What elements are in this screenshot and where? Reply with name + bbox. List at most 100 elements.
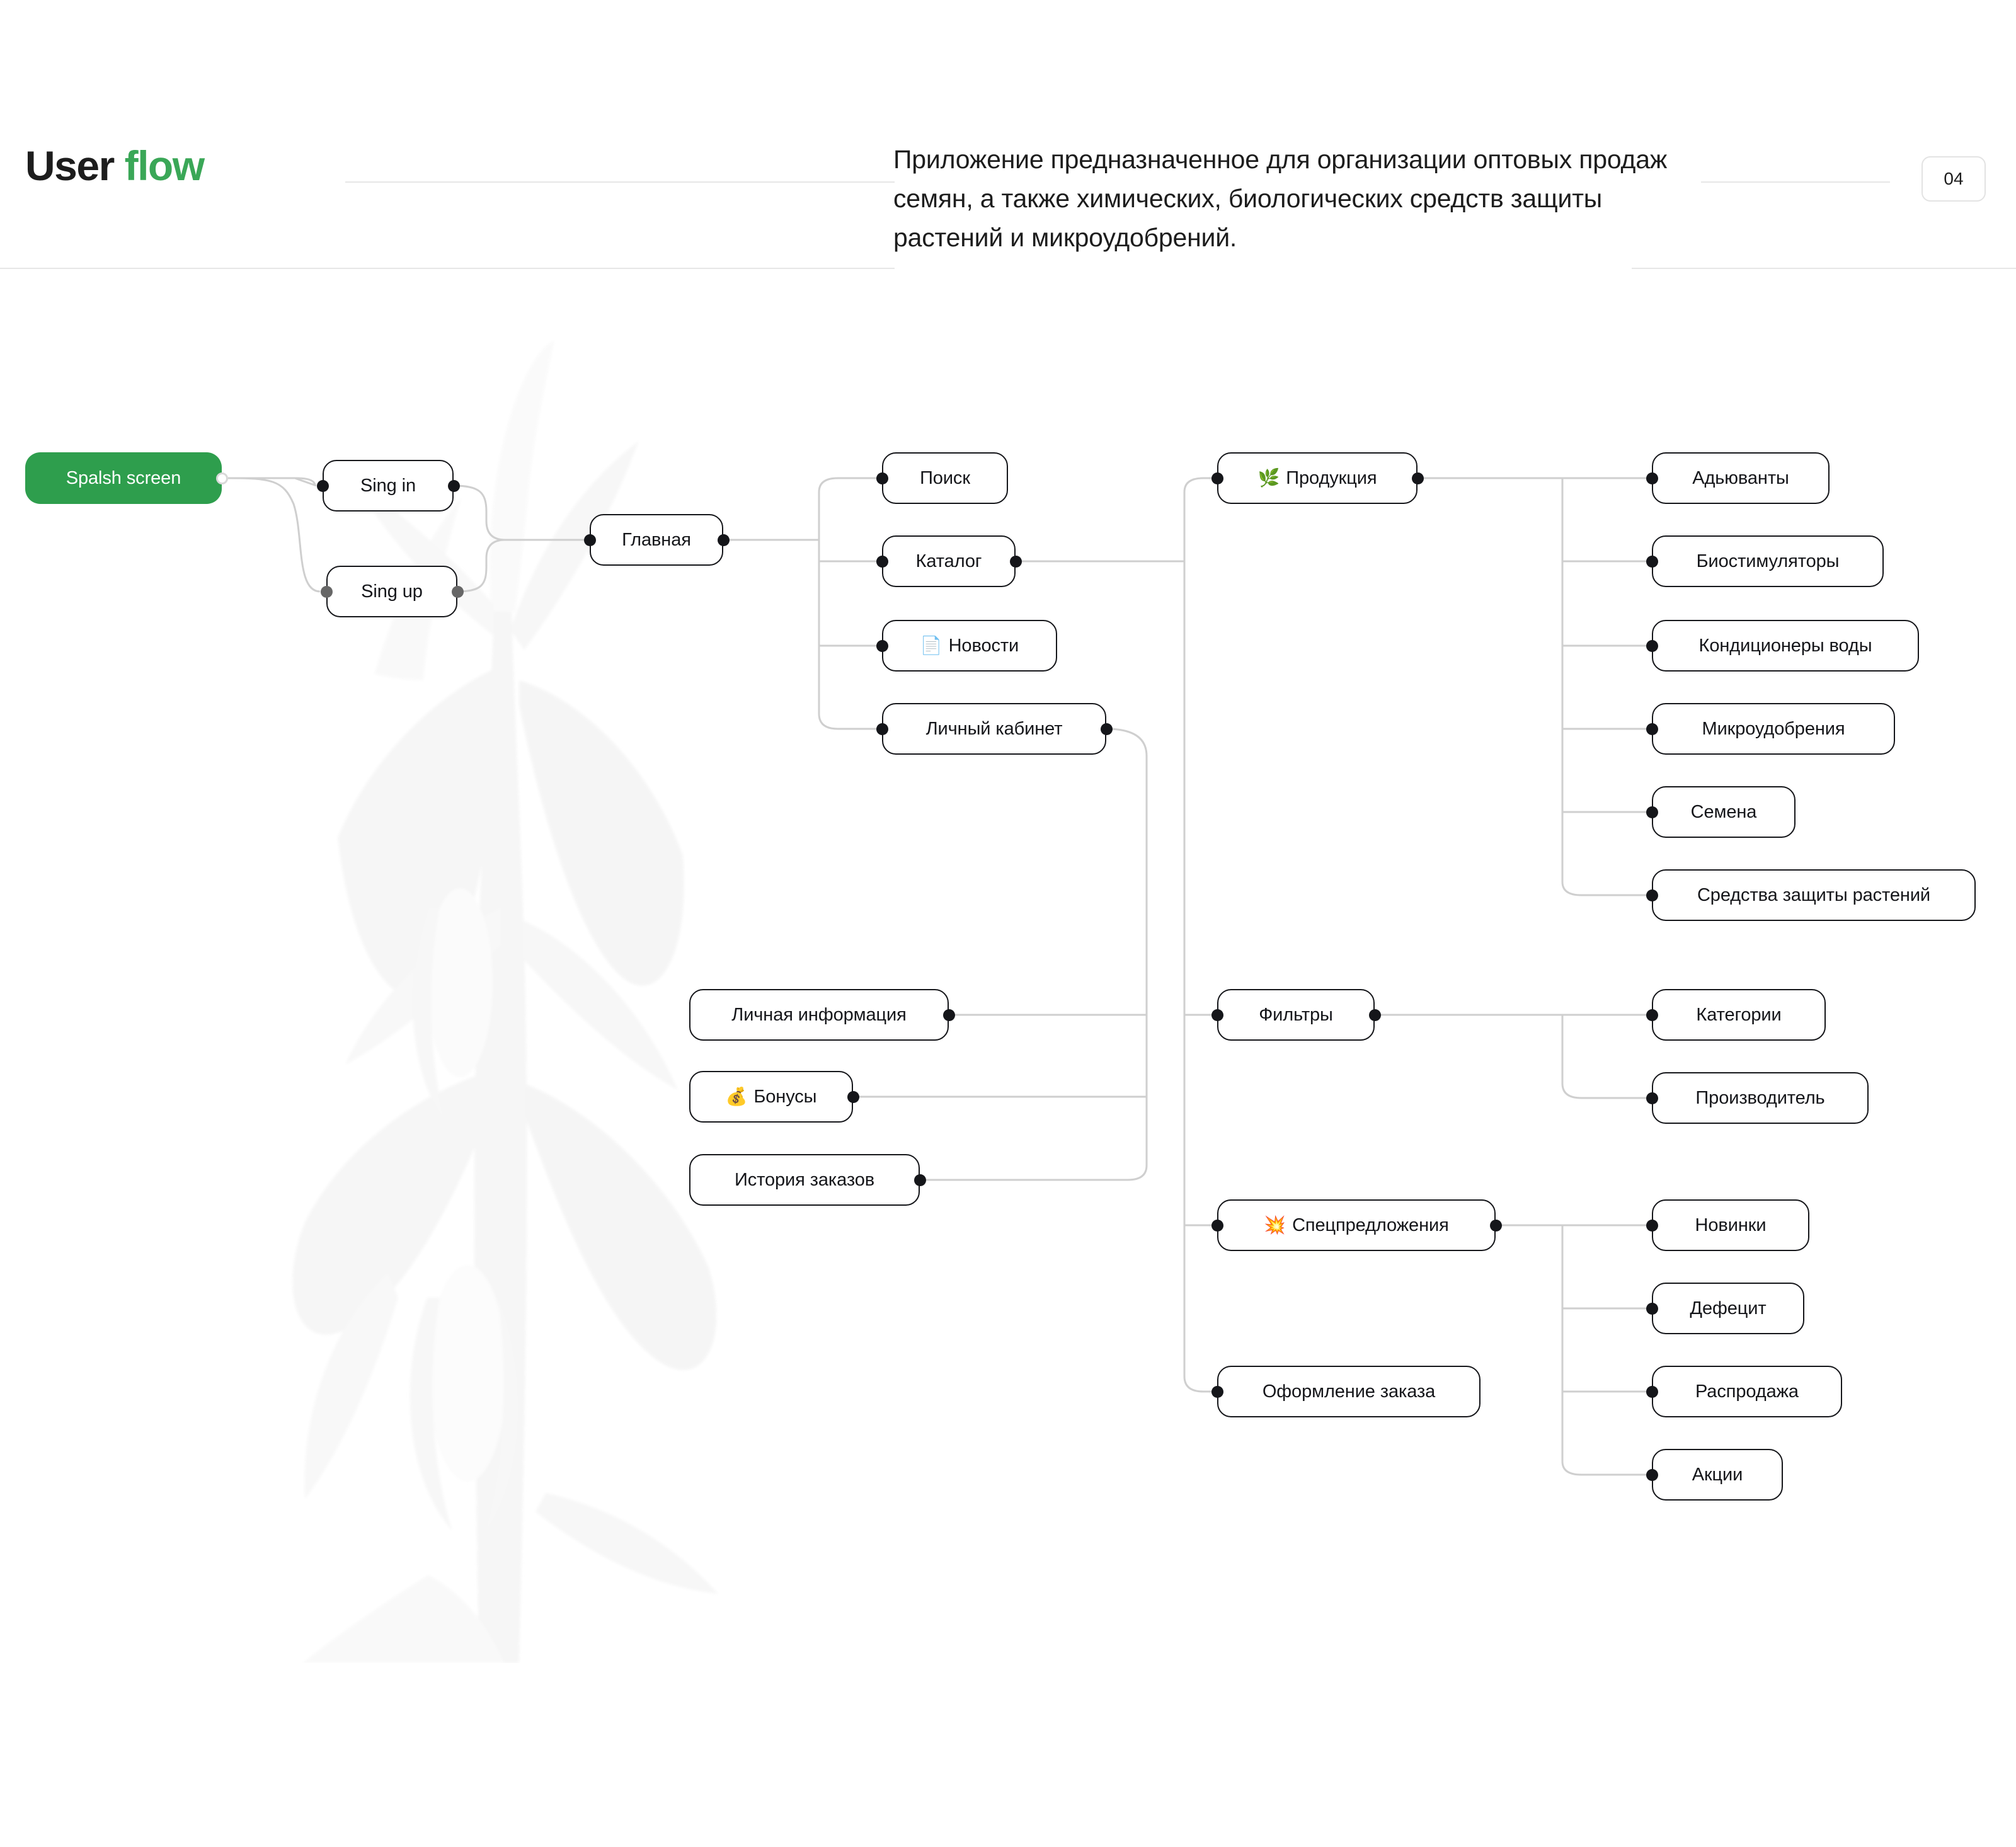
flow-node-manufacturer-label: Производитель [1695,1087,1825,1108]
connector-dot-sale-in [1646,1385,1658,1398]
page-header: User flow Приложение предназначенное для… [0,0,2016,277]
flow-node-catalog-label: Каталог [915,551,982,571]
flow-node-products-label: Продукция [1286,467,1377,488]
flow-node-personalinfo-label: Личная информация [731,1004,907,1025]
connector-dot-biostim-in [1646,555,1658,568]
connector-dot-signin-out [447,479,460,492]
connector-dot-orderhistory-out [914,1174,926,1186]
flow-node-orderhistory-label: История заказов [734,1169,875,1190]
flow-node-splash[interactable]: Spalsh screen [25,452,222,504]
connector-dot-news-in [876,639,888,652]
connector-dot-waterconds-in [1646,639,1658,652]
page-title-accent: flow [124,142,205,189]
connector-dot-categories-in [1646,1009,1658,1021]
connector-dot-account-in [876,723,888,735]
flow-node-checkout[interactable]: Оформление заказа [1217,1366,1480,1417]
flow-node-protection[interactable]: Средства защиты растений [1652,869,1976,921]
connector-dot-catalog-out [1009,555,1022,568]
flow-node-search[interactable]: Поиск [882,452,1008,504]
flow-node-waterconds-label: Кондиционеры воды [1698,635,1872,656]
flow-node-signin[interactable]: Sing in [323,460,454,512]
flow-node-microfert[interactable]: Микроудобрения [1652,703,1895,755]
connector-dot-promotions-in [1646,1468,1658,1481]
flow-node-products-emoji-icon: 🌿 [1257,468,1280,488]
connector-dot-adjuvants-in [1646,472,1658,484]
flow-node-news-emoji-icon: 📄 [920,636,942,655]
flow-node-bonuses-label: Бонусы [753,1086,817,1107]
page-title-main: User [25,142,115,189]
flow-node-new[interactable]: Новинки [1652,1199,1809,1251]
flow-node-bonuses-emoji-icon: 💰 [725,1087,748,1106]
flow-node-main-label: Главная [622,529,691,550]
flow-node-news[interactable]: 📄 Новости [882,620,1057,672]
flow-node-manufacturer[interactable]: Производитель [1652,1072,1869,1124]
page-title: User flow [25,142,205,190]
flow-node-specials-emoji-icon: 💥 [1264,1215,1286,1235]
connector-dot-specials-out [1489,1219,1502,1232]
header-divider-right-bottom [1632,268,2016,269]
flow-node-catalog[interactable]: Каталог [882,535,1016,587]
connector-dot-signup-in [320,585,333,598]
flow-node-categories[interactable]: Категории [1652,989,1826,1041]
flow-node-account[interactable]: Личный кабинет [882,703,1106,755]
flow-node-splash-label: Spalsh screen [66,467,181,488]
flow-node-deficit[interactable]: Дефецит [1652,1283,1804,1334]
connector-dot-catalog-in [876,555,888,568]
page-number-badge: 04 [1922,156,1986,202]
connector-dot-account-out [1100,723,1113,735]
connector-dot-seeds-in [1646,806,1658,818]
connector-dot-filters-in [1211,1009,1223,1021]
flow-node-sale[interactable]: Распродажа [1652,1366,1842,1417]
connector-dot-bonuses-out [847,1090,859,1103]
flow-node-personalinfo[interactable]: Личная информация [689,989,949,1041]
header-divider-right-top [1701,181,1890,183]
connector-dot-signin-in [316,479,329,492]
flow-node-specials[interactable]: 💥 Спецпредложения [1217,1199,1496,1251]
flow-node-sale-label: Распродажа [1695,1381,1799,1402]
flow-node-orderhistory[interactable]: История заказов [689,1154,920,1206]
flow-node-filters[interactable]: Фильтры [1217,989,1375,1041]
flow-node-seeds-label: Семена [1690,801,1757,822]
connector-dot-splash-out [215,472,228,484]
connector-dot-checkout-in [1211,1385,1223,1398]
flow-node-signup-label: Sing up [361,581,423,602]
connector-dot-specials-in [1211,1219,1223,1232]
connector-dot-signup-out [451,585,464,598]
flow-node-protection-label: Средства защиты растений [1697,884,1931,905]
connector-dot-filters-out [1368,1009,1381,1021]
flow-node-waterconds[interactable]: Кондиционеры воды [1652,620,1919,672]
connector-dot-products-out [1411,472,1424,484]
connector-dot-microfert-in [1646,723,1658,735]
flow-node-signup[interactable]: Sing up [326,566,457,617]
flow-node-bonuses[interactable]: 💰 Бонусы [689,1071,853,1123]
flow-node-filters-label: Фильтры [1259,1004,1333,1025]
page-number-text: 04 [1944,169,1964,188]
flow-node-adjuvants-label: Адьюванты [1692,467,1789,488]
flow-node-news-label: Новости [948,635,1019,656]
connector-dot-deficit-in [1646,1302,1658,1315]
flow-node-specials-label: Спецпредложения [1292,1215,1449,1235]
connector-dot-search-in [876,472,888,484]
flow-node-deficit-label: Дефецит [1690,1298,1767,1318]
connector-dot-new-in [1646,1219,1658,1232]
flow-node-products[interactable]: 🌿 Продукция [1217,452,1418,504]
flow-node-checkout-label: Оформление заказа [1262,1381,1436,1402]
page-description: Приложение предназначенное для организац… [893,145,1668,252]
header-divider-bottom [0,268,895,269]
flow-node-main[interactable]: Главная [590,514,723,566]
connector-dot-protection-in [1646,889,1658,901]
header-divider-title [345,181,895,183]
flow-node-promotions[interactable]: Акции [1652,1449,1783,1501]
flow-node-microfert-label: Микроудобрения [1702,718,1845,739]
connector-dot-products-in [1211,472,1223,484]
flow-node-biostim-label: Биостимуляторы [1696,551,1840,571]
flow-node-new-label: Новинки [1695,1215,1767,1235]
flow-node-biostim[interactable]: Биостимуляторы [1652,535,1884,587]
flow-node-adjuvants[interactable]: Адьюванты [1652,452,1830,504]
flow-node-search-label: Поиск [920,467,970,488]
flow-node-categories-label: Категории [1696,1004,1782,1025]
flow-node-seeds[interactable]: Семена [1652,786,1796,838]
flow-node-account-label: Личный кабинет [925,718,1063,739]
connector-dot-main-out [717,534,730,546]
flow-node-promotions-label: Акции [1692,1464,1743,1485]
